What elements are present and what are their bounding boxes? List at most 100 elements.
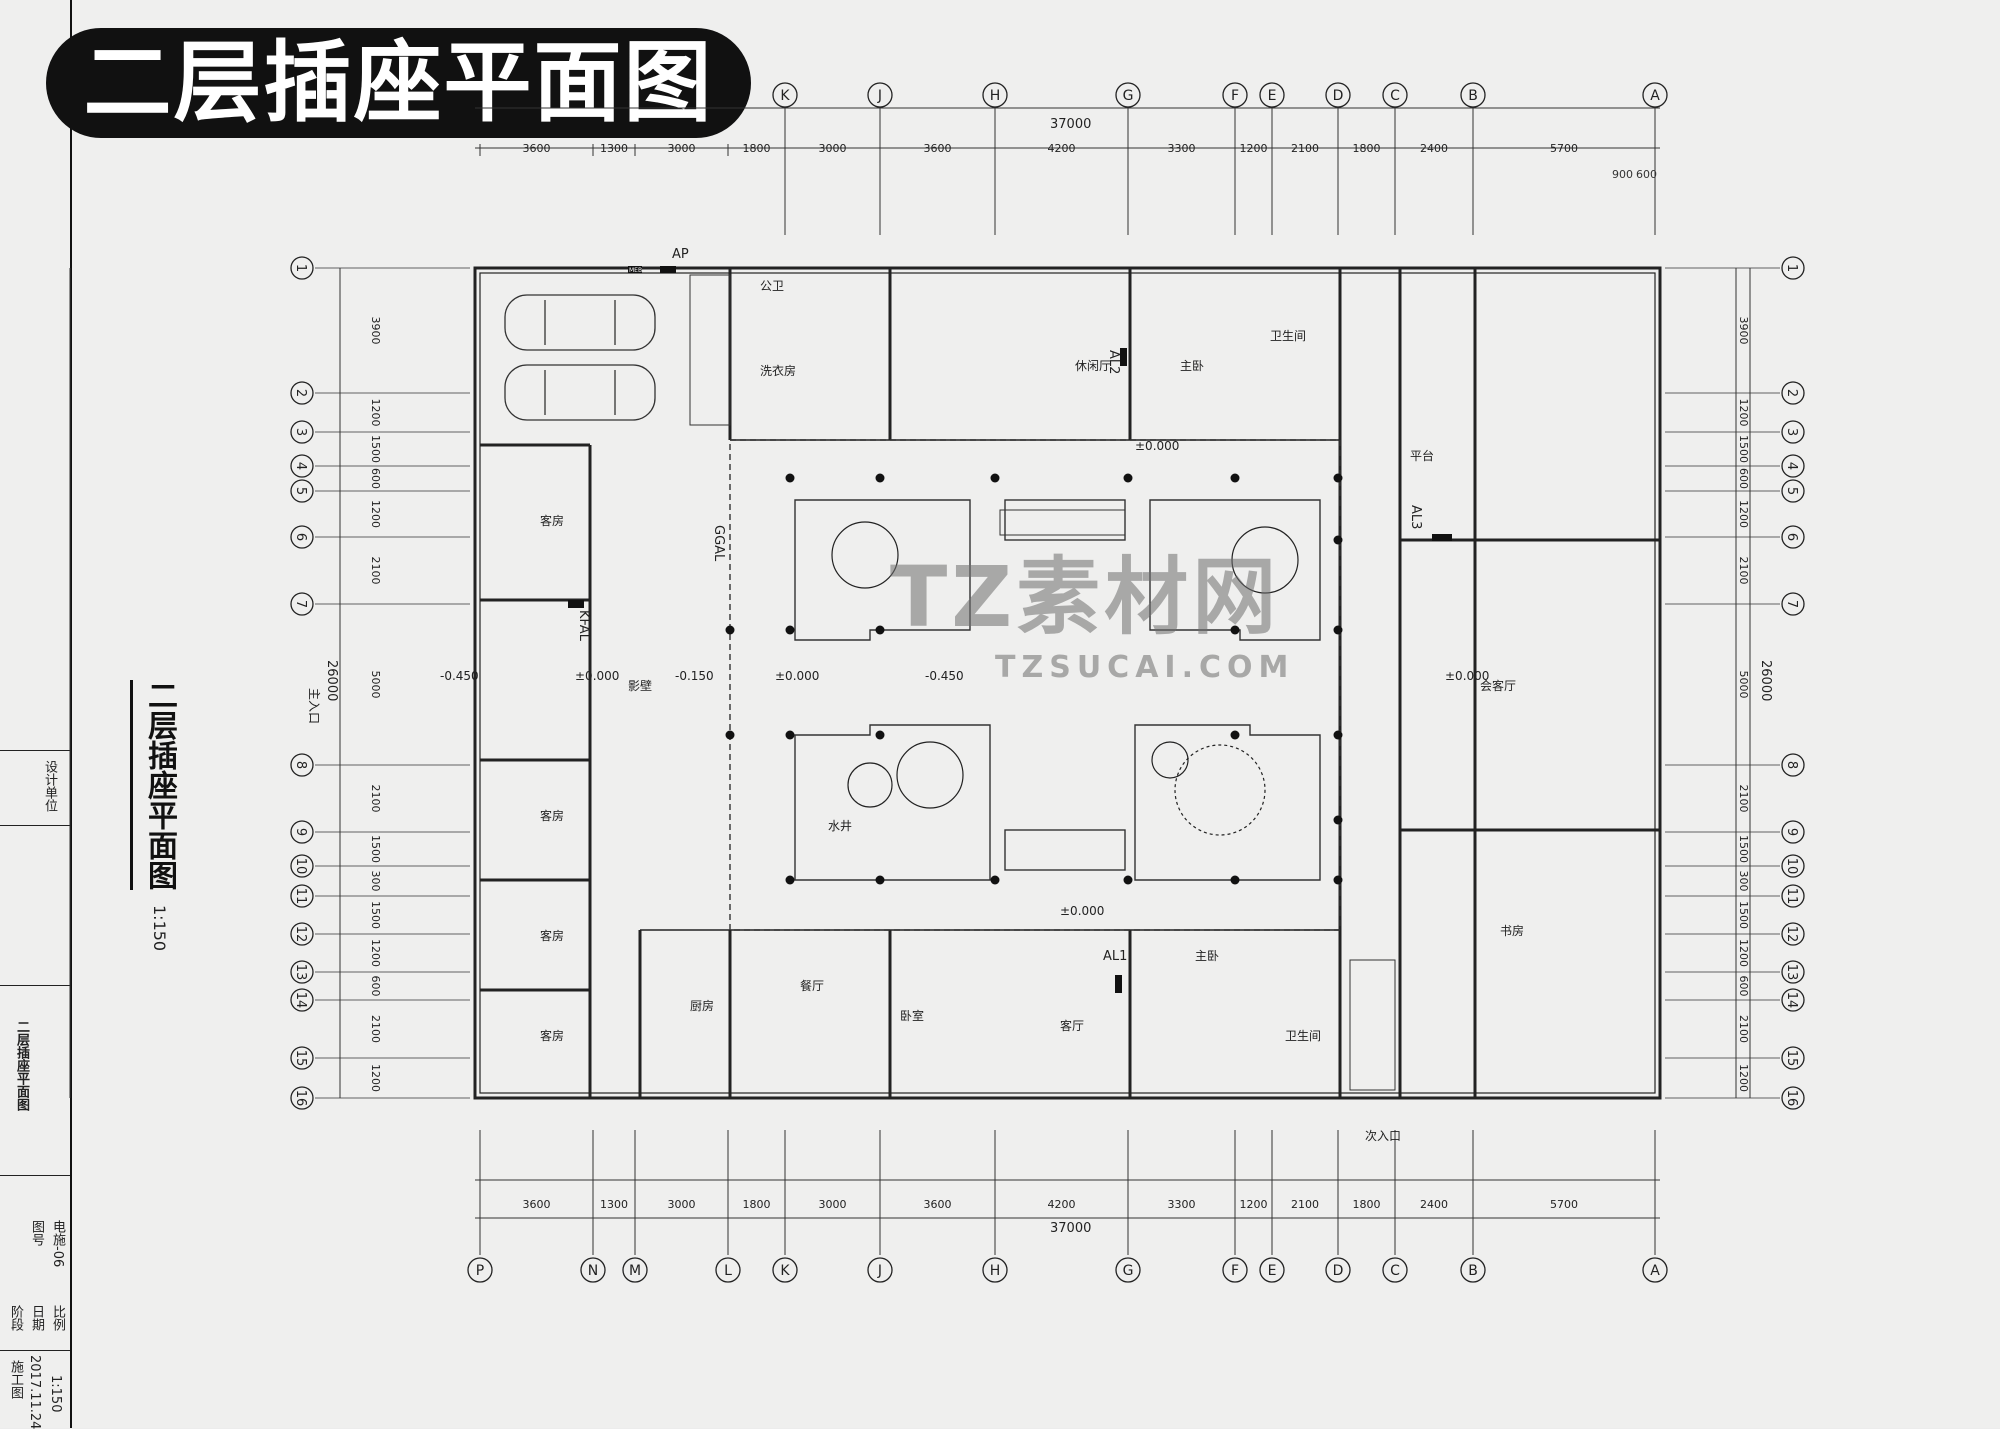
level-mark: ±0.000 bbox=[1445, 669, 1489, 683]
dimension-top: 3600 bbox=[924, 142, 952, 155]
grid-label-right: 16 bbox=[1784, 1090, 1799, 1107]
grid-label-bottom: L bbox=[724, 1263, 732, 1279]
grid-label-left: 10 bbox=[293, 858, 308, 875]
dimension-side: 2100 bbox=[1737, 557, 1750, 585]
dimension-bottom: 2400 bbox=[1420, 1198, 1448, 1211]
courtyard bbox=[729, 439, 1341, 931]
grid-bubble-right bbox=[1781, 854, 1805, 878]
grid-label-bottom: N bbox=[588, 1263, 598, 1279]
grid-label-bottom: D bbox=[1333, 1263, 1344, 1279]
dimension-side: 1500 bbox=[369, 835, 382, 863]
panel-al1-label: AL1 bbox=[1103, 949, 1127, 964]
dimension-side: 3900 bbox=[369, 317, 382, 345]
grid-label-bottom: E bbox=[1268, 1263, 1277, 1279]
grid-label-bottom: H bbox=[990, 1263, 1001, 1279]
grid-label-bottom: G bbox=[1123, 1263, 1134, 1279]
column bbox=[785, 625, 795, 635]
grid-label-right: 4 bbox=[1784, 462, 1799, 470]
dimension-bottom: 3600 bbox=[924, 1198, 952, 1211]
grid-bubble-left bbox=[290, 1046, 314, 1070]
room-label: 客厅 bbox=[1060, 1018, 1084, 1033]
grid-label-left: 6 bbox=[293, 533, 308, 541]
grid-bubble-right bbox=[1781, 988, 1805, 1012]
total-width-top: 37000 bbox=[1050, 117, 1091, 132]
grid-label-bottom: A bbox=[1650, 1263, 1660, 1279]
column bbox=[875, 473, 885, 483]
column bbox=[875, 875, 885, 885]
column bbox=[785, 730, 795, 740]
grid-label-bottom: J bbox=[877, 1263, 882, 1279]
grid-bubble-bottom bbox=[622, 1257, 648, 1283]
grid-bubble-right bbox=[1781, 922, 1805, 946]
column bbox=[785, 875, 795, 885]
grid-label-top: A bbox=[1650, 88, 1660, 104]
grid-bubble-left bbox=[290, 1086, 314, 1110]
column bbox=[785, 473, 795, 483]
column bbox=[1230, 625, 1240, 635]
tb-scale-label: 比例 bbox=[50, 1305, 65, 1331]
side-title: 二层插座平面图 bbox=[130, 680, 181, 890]
dimension-side: 2100 bbox=[369, 557, 382, 585]
dimension-bottom: 1800 bbox=[743, 1198, 771, 1211]
dimension-side: 1200 bbox=[1737, 399, 1750, 427]
panel-kfal-label: KFAL bbox=[576, 610, 591, 642]
level-mark: ±0.000 bbox=[1060, 904, 1104, 918]
dimension-top: 3300 bbox=[1168, 142, 1196, 155]
room-labels: 公卫 洗衣房 休闲厅 主卧 卫生间 平台 会客厅 书房 主卧 卫生间 客厅 卧室… bbox=[540, 279, 1524, 1043]
grid-bubble-left bbox=[290, 922, 314, 946]
grid-bubble-bottom bbox=[715, 1257, 741, 1283]
column bbox=[1123, 473, 1133, 483]
tb-number: 电施-06 bbox=[50, 1220, 65, 1268]
column bbox=[1123, 875, 1133, 885]
dimension-top: 1800 bbox=[743, 142, 771, 155]
room-label: 洗衣房 bbox=[760, 363, 796, 378]
column bbox=[1230, 730, 1240, 740]
grid-bubble-bottom bbox=[580, 1257, 606, 1283]
dimension-side: 1500 bbox=[369, 435, 382, 463]
side-entrance-label: 次入口 bbox=[1365, 1129, 1401, 1143]
grid-label-left: 4 bbox=[293, 462, 308, 470]
dimension-side: 600 bbox=[369, 468, 382, 489]
dimension-top: 1300 bbox=[600, 142, 628, 155]
dimension-top: 3600 bbox=[523, 142, 551, 155]
level-mark: ±0.000 bbox=[575, 669, 619, 683]
column bbox=[1333, 473, 1343, 483]
dimension-top: 5700 bbox=[1550, 142, 1578, 155]
grid-label-bottom: K bbox=[780, 1263, 790, 1279]
tb-date-label: 日期 bbox=[29, 1305, 44, 1331]
grid-bubble-left bbox=[290, 960, 314, 984]
grid-bubble-right bbox=[1781, 1086, 1805, 1110]
dimension-side: 600 bbox=[1737, 468, 1750, 489]
room-label: 卫生间 bbox=[1285, 1029, 1321, 1043]
level-mark: -0.450 bbox=[925, 669, 964, 683]
dimension-bottom: 3000 bbox=[668, 1198, 696, 1211]
tree-icons bbox=[831, 521, 1299, 836]
watermark: TZ素材网 bbox=[890, 548, 1281, 646]
panel-ap-label: AP bbox=[672, 247, 689, 262]
grid-bubble-bottom bbox=[982, 1257, 1008, 1283]
dimension-side: 2100 bbox=[369, 785, 382, 813]
grid-label-top: D bbox=[1333, 88, 1344, 104]
dimension-side: 1500 bbox=[1737, 901, 1750, 929]
grid-label-left: 16 bbox=[293, 1090, 308, 1107]
grid-bubble-bottom bbox=[1222, 1257, 1248, 1283]
grid-label-left: 14 bbox=[293, 992, 308, 1009]
grid-bubble-left bbox=[290, 525, 314, 549]
room-label: 卧室 bbox=[900, 1008, 924, 1023]
grid-bubble-bottom bbox=[867, 1257, 893, 1283]
column bbox=[1333, 815, 1343, 825]
grid-bubble-bottom bbox=[1325, 1257, 1351, 1283]
dimension-side: 300 bbox=[1737, 871, 1750, 892]
dimension-side: 300 bbox=[369, 871, 382, 892]
total-height-right: 26000 bbox=[1758, 660, 1773, 701]
grid-bubble-left bbox=[290, 381, 314, 405]
stairs bbox=[689, 274, 1396, 1091]
title-block: 设计单位 二层插座平面图 阶段 日期 比例 施工图 2017.11.24 1:1… bbox=[0, 420, 70, 1429]
dimension-side: 1200 bbox=[369, 399, 382, 427]
main-entrance-label: 主入口 bbox=[307, 688, 321, 724]
room-label: 客房 bbox=[540, 1028, 564, 1043]
